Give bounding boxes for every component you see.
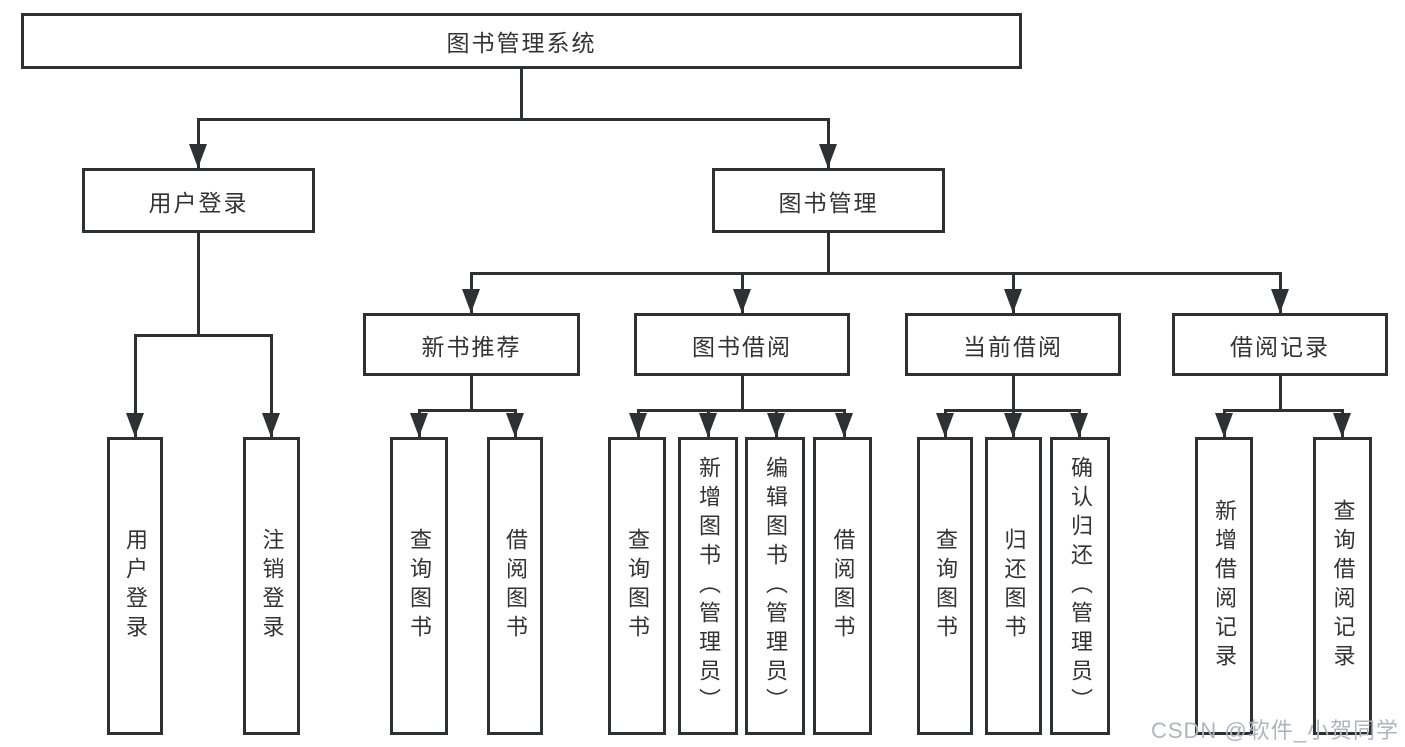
arrow-down-icon	[1215, 413, 1233, 437]
leaf-label: 用户登录	[123, 528, 148, 644]
connector-drop-ul-logout	[269, 335, 273, 437]
leaf-nb-query-books: 查询图书	[390, 437, 448, 735]
connector-level2-branch	[196, 117, 830, 121]
arrow-down-icon	[1070, 413, 1088, 437]
connector-user-login-stub	[196, 233, 200, 335]
node-label: 用户登录	[148, 189, 249, 216]
leaf-nb-borrow-books: 借阅图书	[487, 437, 543, 735]
node-label: 新书推荐	[421, 333, 522, 360]
leaf-cb-confirm-return-admin: 确认归还（管理员）	[1050, 437, 1110, 735]
leaf-label: 归还图书	[1001, 528, 1027, 644]
connector-book-mgmt-stub	[826, 233, 830, 273]
leaf-cb-return-books: 归还图书	[985, 437, 1042, 735]
leaf-br-query-record: 查询借阅记录	[1313, 437, 1372, 735]
leaf-label: 编辑图书（管理员）	[763, 455, 788, 717]
node-label: 图书管理系统	[446, 30, 597, 56]
arrow-down-icon	[410, 413, 428, 437]
arrow-down-icon	[819, 144, 837, 168]
connector-current-stub	[1011, 376, 1015, 410]
leaf-label: 注销登录	[259, 528, 285, 644]
arrow-down-icon	[462, 289, 480, 313]
node-current-borrow: 当前借阅	[905, 313, 1121, 376]
connector-borrow-branch	[636, 408, 846, 412]
leaf-label: 查询借阅记录	[1330, 499, 1356, 673]
node-user-login: 用户登录	[82, 168, 315, 233]
arrow-down-icon	[699, 413, 717, 437]
connector-drop-ul-login	[133, 335, 137, 437]
arrow-down-icon	[733, 289, 751, 313]
leaf-user-login: 用户登录	[107, 437, 163, 735]
leaf-label: 确认归还（管理员）	[1068, 455, 1093, 717]
arrow-down-icon	[835, 413, 853, 437]
arrow-down-icon	[1004, 289, 1022, 313]
arrow-down-icon	[126, 413, 144, 437]
leaf-label: 借阅图书	[503, 528, 528, 644]
connector-new-books-branch	[417, 408, 517, 412]
leaf-label: 查询图书	[625, 528, 650, 644]
connector-level3-branch	[469, 271, 1282, 275]
node-borrow-records: 借阅记录	[1172, 313, 1388, 376]
leaf-logout: 注销登录	[243, 437, 300, 735]
connector-new-books-stub	[469, 376, 473, 410]
leaf-label: 查询图书	[933, 528, 958, 644]
connector-user-login-branch	[133, 333, 273, 337]
leaf-bb-add-books-admin: 新增图书（管理员）	[678, 437, 738, 735]
connector-drop-user-login	[196, 119, 200, 168]
leaf-bb-borrow-books: 借阅图书	[813, 437, 872, 735]
leaf-label: 查询图书	[407, 528, 432, 644]
arrow-down-icon	[936, 413, 954, 437]
arrow-down-icon	[767, 413, 785, 437]
arrow-down-icon	[1004, 413, 1022, 437]
leaf-br-add-record: 新增借阅记录	[1195, 437, 1253, 735]
leaf-bb-query-books: 查询图书	[608, 437, 666, 735]
node-label: 当前借阅	[963, 333, 1063, 360]
leaf-label: 新增借阅记录	[1212, 499, 1237, 673]
arrow-down-icon	[1271, 289, 1289, 313]
node-root-system: 图书管理系统	[21, 13, 1022, 69]
arrow-down-icon	[262, 413, 280, 437]
connector-records-stub	[1278, 376, 1282, 410]
arrow-down-icon	[1333, 413, 1351, 437]
leaf-cb-query-books: 查询图书	[917, 437, 973, 735]
node-book-management: 图书管理	[712, 168, 945, 233]
node-label: 借阅记录	[1230, 333, 1330, 360]
arrow-down-icon	[629, 413, 647, 437]
leaf-label: 新增图书（管理员）	[696, 455, 721, 717]
connector-records-branch	[1222, 408, 1344, 412]
node-label: 图书借阅	[692, 333, 792, 360]
node-new-book-recommend: 新书推荐	[363, 313, 580, 376]
leaf-bb-edit-books-admin: 编辑图书（管理员）	[745, 437, 805, 735]
arrow-down-icon	[189, 144, 207, 168]
node-book-borrow: 图书借阅	[634, 313, 850, 376]
connector-drop-book-mgmt	[826, 119, 830, 168]
arrow-down-icon	[506, 413, 524, 437]
connector-root-stub	[519, 69, 523, 119]
leaf-label: 借阅图书	[830, 528, 856, 644]
connector-borrow-stub	[740, 376, 744, 410]
node-label: 图书管理	[778, 189, 879, 216]
